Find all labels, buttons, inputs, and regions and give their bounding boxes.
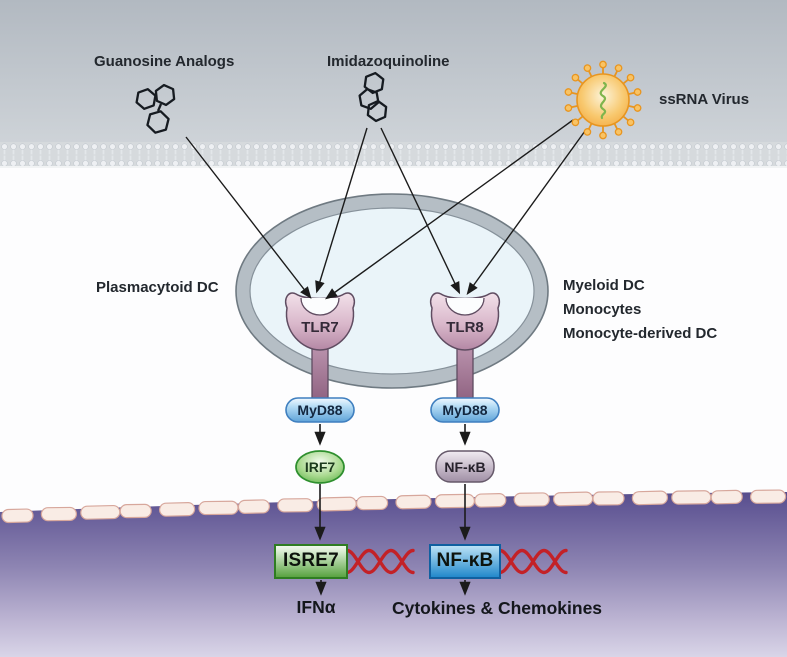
isre7-site-label: ISRE7 bbox=[283, 550, 339, 571]
myd88-node-left bbox=[285, 397, 355, 423]
irf7-node bbox=[295, 450, 345, 484]
envelope-brick bbox=[356, 495, 389, 511]
tlr7-label: TLR7 bbox=[301, 319, 339, 336]
signal-arrow bbox=[315, 127, 368, 294]
ssrna-virus-icon bbox=[563, 60, 643, 140]
envelope-brick bbox=[434, 493, 475, 509]
nfkb-node-label: NF-κB bbox=[444, 459, 486, 475]
envelope-brick bbox=[395, 494, 432, 510]
envelope-brick bbox=[1, 508, 34, 524]
nucleus-region bbox=[0, 492, 787, 657]
signal-arrow bbox=[466, 130, 586, 295]
tlr7-receptor-icon bbox=[284, 292, 356, 351]
imidazoquinoline-label: Imidazoquinoline bbox=[327, 53, 450, 70]
plasmacytoid-dc-label: Plasmacytoid DC bbox=[96, 279, 219, 296]
monocytes-line: Monocytes bbox=[563, 301, 642, 318]
envelope-brick bbox=[513, 492, 550, 507]
ifna-output-label: IFNα bbox=[296, 597, 336, 617]
envelope-brick bbox=[474, 493, 507, 508]
envelope-brick bbox=[631, 490, 668, 506]
guanosine-structure-icon bbox=[135, 83, 176, 134]
endosome bbox=[235, 193, 549, 389]
envelope-brick bbox=[671, 490, 712, 505]
imidazoquinoline-structure-icon bbox=[358, 71, 388, 123]
myeloid-cells-label: Myeloid DC Monocytes Monocyte-derived DC bbox=[563, 274, 717, 346]
nfkb-site-box bbox=[429, 544, 501, 579]
envelope-brick bbox=[80, 504, 121, 520]
dna-helix-icon bbox=[498, 548, 568, 575]
cascade-arrows bbox=[314, 424, 471, 596]
envelope-brick bbox=[40, 506, 77, 522]
nfkb-site-label: NF-κB bbox=[436, 550, 494, 571]
envelope-brick bbox=[159, 502, 196, 517]
isre7-site-box bbox=[274, 544, 348, 579]
nfkb-node bbox=[435, 450, 495, 483]
tlr8-label: TLR8 bbox=[446, 319, 484, 336]
signal-arrow bbox=[380, 127, 461, 295]
cytokines-output-label: Cytokines & Chemokines bbox=[391, 598, 603, 618]
extracellular-region bbox=[0, 0, 787, 143]
envelope-brick bbox=[198, 500, 239, 516]
envelope-brick bbox=[592, 491, 625, 506]
ligand-signal-arrows bbox=[185, 119, 586, 300]
irf7-label: IRF7 bbox=[304, 459, 336, 475]
envelope-brick bbox=[277, 498, 314, 513]
dna-helix-icon bbox=[345, 548, 415, 575]
myd88-label-right: MyD88 bbox=[442, 402, 488, 418]
myd88-node-right bbox=[430, 397, 500, 423]
tlr8-receptor-icon bbox=[429, 292, 501, 351]
signal-arrow bbox=[325, 119, 574, 300]
envelope-brick bbox=[119, 503, 152, 519]
rna-strand-icon bbox=[599, 81, 607, 120]
ssrna-virus-label: ssRNA Virus bbox=[659, 91, 750, 108]
guanosine-analogs-label: Guanosine Analogs bbox=[94, 53, 235, 70]
envelope-brick bbox=[553, 491, 594, 507]
myeloid-dc-line: Myeloid DC bbox=[563, 277, 645, 294]
nuclear-envelope bbox=[1, 489, 787, 524]
envelope-brick bbox=[316, 496, 357, 512]
envelope-brick bbox=[237, 499, 270, 514]
monocyte-derived-dc-line: Monocyte-derived DC bbox=[563, 325, 718, 342]
signal-arrow bbox=[185, 136, 312, 299]
envelope-brick bbox=[710, 489, 743, 505]
myd88-label-left: MyD88 bbox=[297, 402, 343, 418]
envelope-brick bbox=[750, 489, 787, 504]
